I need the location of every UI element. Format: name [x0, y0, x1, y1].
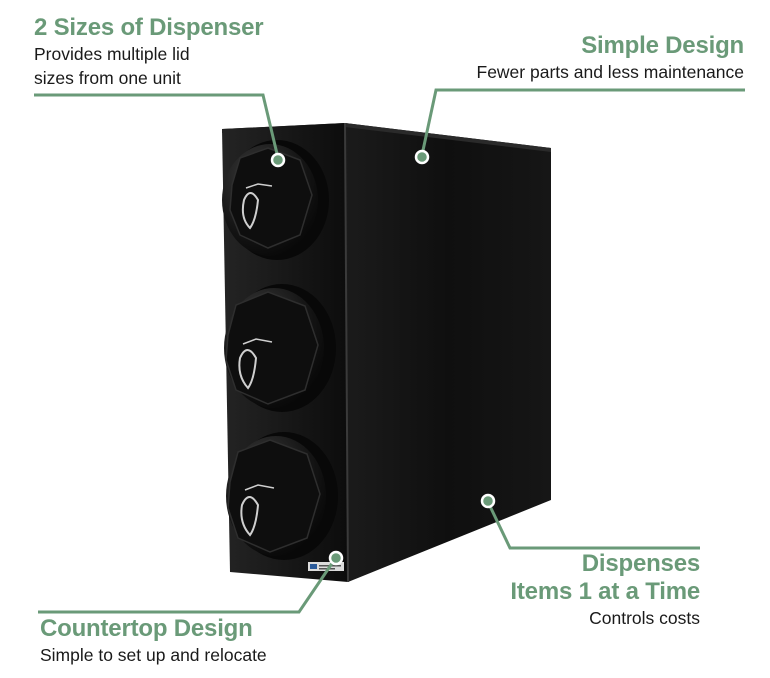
callout-sizes-line1: Provides multiple lid — [34, 44, 190, 64]
leader-line-dispenses — [486, 501, 700, 550]
callout-simple-desc: Fewer parts and less maintenance — [476, 62, 745, 82]
leader-line-countertop — [38, 558, 337, 614]
lid-dispenser-2 — [224, 284, 336, 412]
lid-dispenser-3 — [226, 432, 338, 560]
callout-countertop-desc: Simple to set up and relocate — [40, 645, 267, 665]
callout-sizes: 2 Sizes of Dispenser Provides multiple l… — [34, 14, 264, 90]
callout-sizes-title: 2 Sizes of Dispenser — [34, 14, 264, 41]
callout-simple: Simple Design Fewer parts and less maint… — [477, 32, 745, 84]
cabinet-side-panel — [345, 123, 551, 582]
callout-countertop: Countertop Design Simple to set up and r… — [40, 615, 267, 667]
leader-lines — [34, 88, 745, 614]
callout-dispenses-desc: Controls costs — [589, 608, 700, 628]
callout-sizes-line2: sizes from one unit — [34, 68, 181, 88]
lid-dispenser-1 — [222, 140, 329, 260]
callout-dispenses-title-line1: Dispenses — [581, 550, 700, 577]
cabinet-top-edge — [222, 123, 551, 152]
callout-simple-title: Simple Design — [581, 32, 744, 59]
leader-line-simple — [420, 88, 745, 156]
callout-countertop-title: Countertop Design — [40, 615, 253, 642]
callout-dispenses: Dispenses Items 1 at a Time Controls cos… — [510, 550, 700, 630]
callout-dispenses-title-line2: Items 1 at a Time — [510, 578, 700, 605]
leader-line-sizes — [34, 93, 280, 159]
